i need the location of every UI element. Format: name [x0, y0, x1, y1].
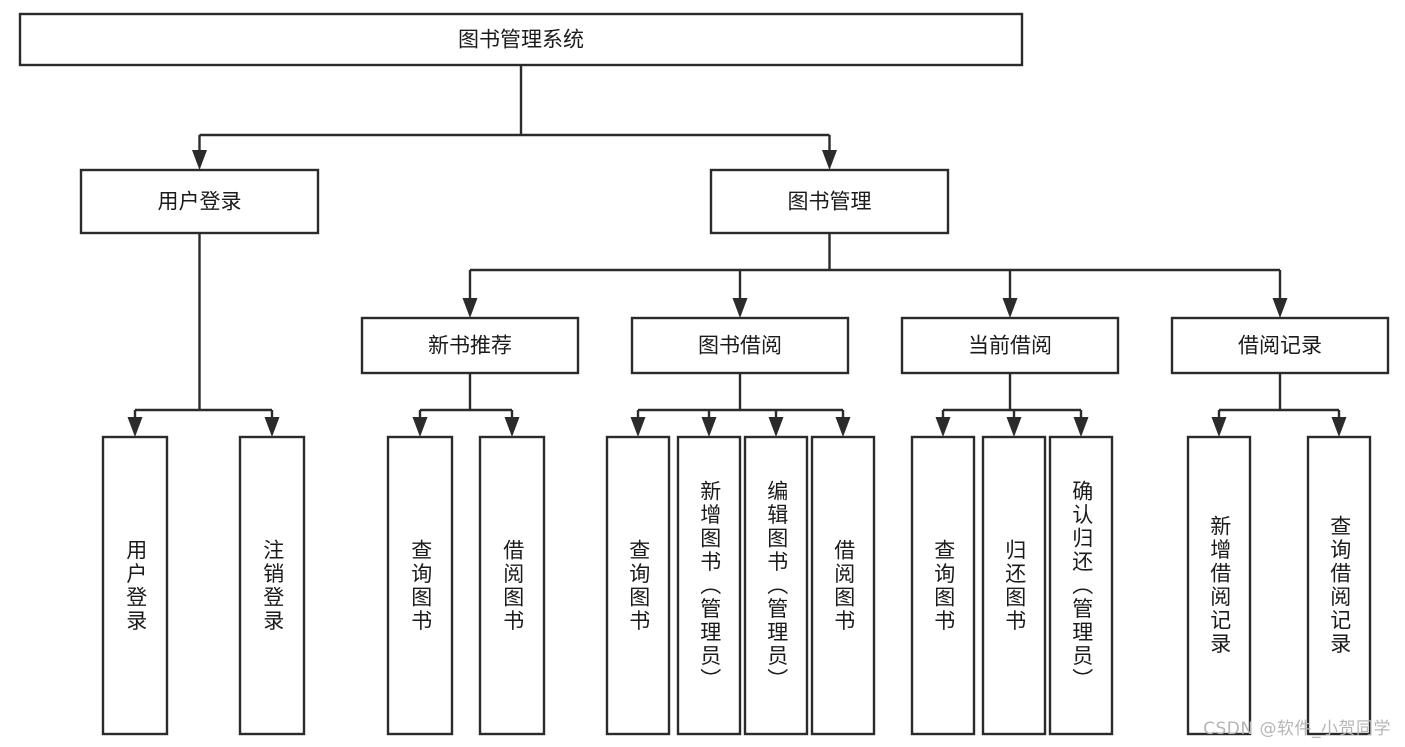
node-box-level3-1[interactable] — [630, 316, 850, 375]
node-label-level3-1: 图书借阅 — [698, 334, 782, 358]
connector-current_borrow-to-leaf-0-head — [935, 417, 951, 437]
node-label-level2-0: 用户登录 — [158, 190, 242, 214]
connector-level2-to-level3-1-head — [732, 298, 748, 318]
connector-book_borrow-to-leaf-0-head — [630, 417, 646, 437]
node-box-leaf-user_login-1[interactable] — [238, 435, 306, 736]
node-box-leaf-book_borrow-0[interactable] — [605, 435, 671, 736]
node-label-level3-3: 借阅记录 — [1238, 334, 1322, 358]
node-label-level2-1: 图书管理 — [788, 190, 872, 214]
connector-root-to-level2-0-head — [192, 150, 207, 170]
node-box-leaf-borrow_record-0[interactable] — [1186, 435, 1252, 736]
node-label-level3-2: 当前借阅 — [968, 334, 1052, 358]
node-box-leaf-user_login-0[interactable] — [101, 435, 169, 736]
connector-current_borrow-to-leaf-1-head — [1006, 417, 1022, 437]
node-box-leaf-book_borrow-2[interactable] — [743, 435, 809, 736]
connector-borrow_record-to-leaf-1-head — [1331, 417, 1347, 437]
csdn-watermark: CSDN @软件_小贺同学 — [1203, 719, 1391, 739]
connector-borrow_record-to-leaf-0-head — [1211, 417, 1227, 437]
node-box-leaf-current_borrow-1[interactable] — [981, 435, 1047, 736]
connector-user_login-to-leaf-0-head — [127, 417, 143, 437]
connector-user_login-to-leaf-1-head — [264, 417, 280, 437]
node-box-leaf-new_book_recommend-1[interactable] — [478, 435, 546, 736]
connector-new_book_recommend-to-leaf-1-head — [504, 417, 520, 437]
connector-book_borrow-to-leaf-2-head — [768, 417, 784, 437]
connector-book_borrow-to-leaf-3-head — [835, 417, 851, 437]
boxes-layer — [18, 12, 1390, 736]
node-label-level3-0: 新书推荐 — [428, 334, 512, 358]
connector-book_borrow-to-leaf-1-head — [701, 417, 717, 437]
node-box-leaf-current_borrow-2[interactable] — [1048, 435, 1114, 736]
node-box-level3-3[interactable] — [1170, 316, 1390, 375]
connector-level2-to-level3-0-head — [462, 298, 478, 318]
node-label-root: 图书管理系统 — [458, 28, 584, 52]
node-box-leaf-book_borrow-3[interactable] — [810, 435, 876, 736]
node-box-level3-0[interactable] — [360, 316, 580, 375]
node-box-leaf-book_borrow-1[interactable] — [676, 435, 742, 736]
connector-current_borrow-to-leaf-2-head — [1073, 417, 1089, 437]
node-box-leaf-current_borrow-0[interactable] — [910, 435, 976, 736]
connector-root-to-level2-1-head — [822, 150, 837, 170]
node-box-leaf-new_book_recommend-0[interactable] — [386, 435, 454, 736]
connector-level2-to-level3-3-head — [1272, 298, 1288, 318]
node-box-level3-2[interactable] — [900, 316, 1120, 375]
node-box-leaf-borrow_record-1[interactable] — [1306, 435, 1372, 736]
node-box-level2-1[interactable] — [709, 168, 950, 235]
node-box-level2-0[interactable] — [79, 168, 320, 235]
connector-level2-to-level3-2-head — [1002, 298, 1018, 318]
connectors-layer — [127, 65, 1347, 437]
node-box-root[interactable] — [18, 12, 1024, 67]
connector-new_book_recommend-to-leaf-0-head — [412, 417, 428, 437]
